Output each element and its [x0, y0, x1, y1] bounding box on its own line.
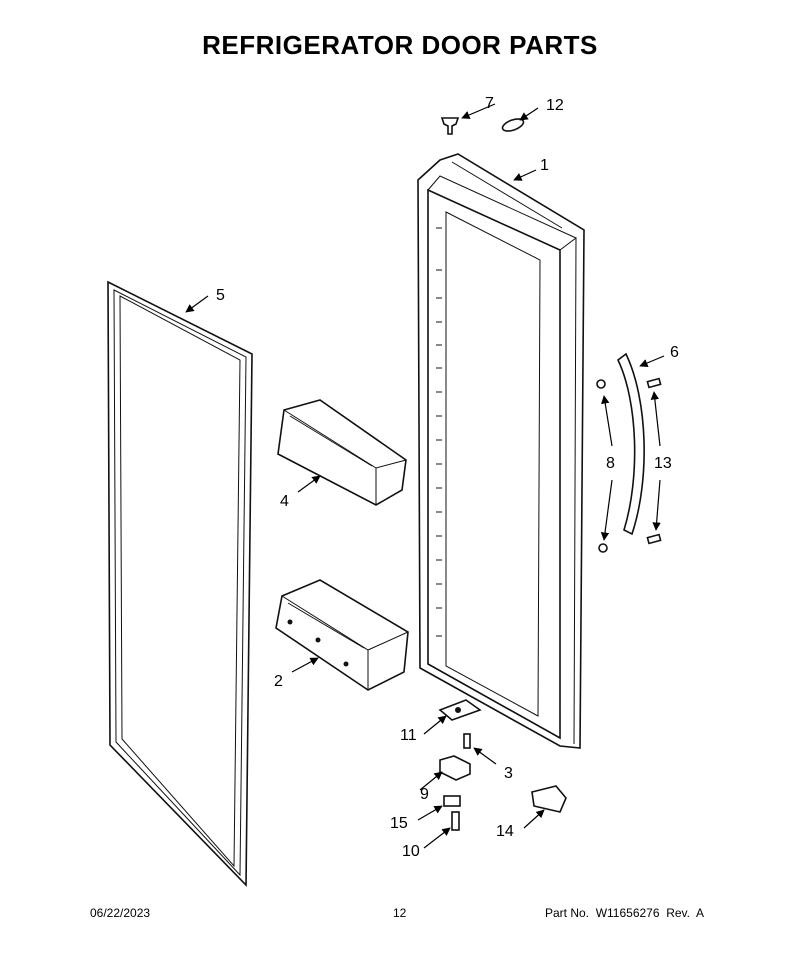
page-title: REFRIGERATOR DOOR PARTS: [202, 30, 598, 60]
door-closing-cam: [443, 795, 461, 807]
callout-6: 6: [670, 344, 679, 361]
handle-spacers: [596, 379, 608, 553]
hinge-bushing: [439, 755, 471, 781]
callout-3: 3: [504, 765, 513, 782]
leader-lines: [185, 103, 665, 849]
callout-14: 14: [496, 823, 514, 840]
callout-9: 9: [420, 786, 429, 803]
hinge-bolt: [451, 811, 460, 831]
part-number: W11656276: [595, 906, 660, 920]
callout-11: 11: [400, 727, 417, 744]
door-gasket: [107, 280, 253, 887]
rev-label: Rev.: [666, 906, 690, 920]
handle-screws: [646, 377, 662, 545]
callout-12: 12: [546, 97, 564, 114]
callout-2: 2: [274, 673, 283, 690]
callout-5: 5: [216, 287, 225, 304]
hinge-cover: [531, 785, 567, 813]
hinge-washer: [501, 118, 525, 132]
hinge-pin: [440, 117, 460, 135]
callout-4: 4: [280, 493, 289, 510]
footer-page-number: 12: [393, 906, 407, 920]
callout-15: 15: [390, 815, 408, 832]
part-label: Part No.: [545, 906, 590, 920]
upper-door-bin: [277, 399, 407, 506]
rev-value: A: [696, 906, 705, 920]
hinge-screw: [463, 733, 471, 749]
callout-1: 1: [540, 157, 549, 174]
callout-8: 8: [606, 455, 615, 472]
callout-7: 7: [485, 95, 494, 112]
footer-part-number: Part No. W11656276 Rev. A: [545, 906, 704, 920]
footer-date: 06/22/2023: [90, 906, 151, 920]
refrigerator-door-assembly: [417, 153, 585, 749]
lower-door-bin: [275, 579, 409, 691]
door-handle: [616, 352, 645, 536]
callout-10: 10: [402, 843, 420, 860]
bottom-hinge-bracket: [438, 699, 482, 721]
callout-13: 13: [654, 455, 672, 472]
